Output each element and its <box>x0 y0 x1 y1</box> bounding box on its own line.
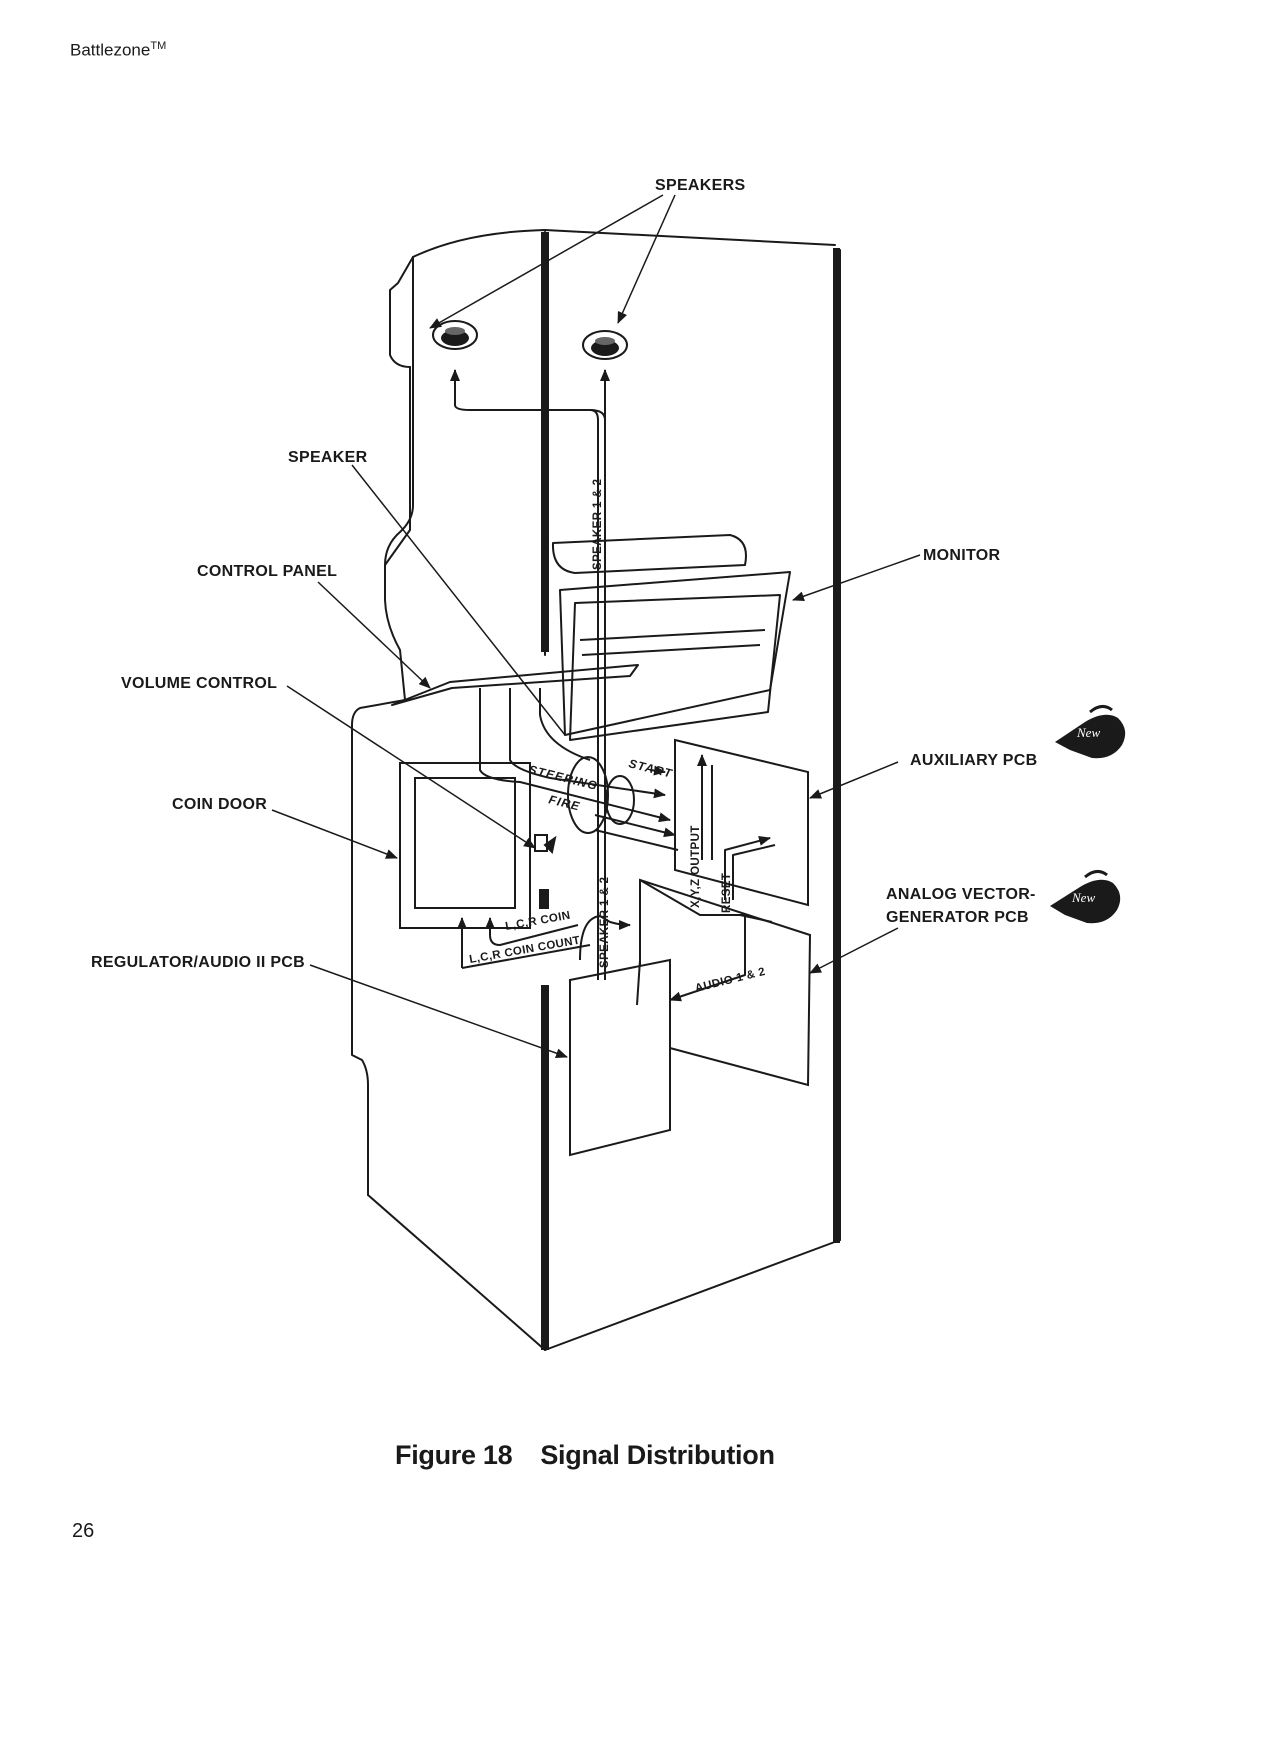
label-coin-door: COIN DOOR <box>172 796 267 813</box>
pointing-hand-icon: New <box>1055 705 1126 759</box>
new-badge-avg: New <box>1071 890 1095 905</box>
figure-title: Signal Distribution <box>540 1440 775 1470</box>
steering-fire-assembly <box>534 756 635 909</box>
trademark: TM <box>150 40 167 52</box>
cabinet-edge-lower <box>541 985 549 1350</box>
label-speakers: SPEAKERS <box>655 177 745 194</box>
regulator-pcb-outline <box>569 958 671 1157</box>
figure-number: Figure 18 <box>395 1440 513 1470</box>
wire-speaker12-bottom: SPEAKER 1 & 2 <box>599 877 611 968</box>
cabinet-edge-back <box>833 248 840 1243</box>
pointing-hand-icon: New <box>1050 870 1121 924</box>
wire-xyz-output: X,Y,Z OUTPUT <box>690 825 702 908</box>
cabinet-edge-upper <box>541 232 549 652</box>
label-regulator: REGULATOR/AUDIO II PCB <box>91 954 305 971</box>
new-badge-auxiliary: New <box>1076 725 1100 740</box>
monitor-assembly <box>551 534 791 741</box>
label-control-panel: CONTROL PANEL <box>197 563 337 580</box>
label-avg-line2: GENERATOR PCB <box>886 909 1029 926</box>
label-auxiliary-pcb: AUXILIARY PCB <box>910 752 1037 769</box>
label-volume-control: VOLUME CONTROL <box>121 675 277 692</box>
wire-speaker12-top: SPEAKER 1 & 2 <box>592 479 604 570</box>
auxiliary-pcb-outline <box>674 738 809 907</box>
page-header: BattlezoneTM <box>70 40 166 61</box>
label-speaker: SPEAKER <box>288 449 368 466</box>
speaker-icon <box>432 320 478 350</box>
wire-start: START <box>627 756 674 781</box>
wiring <box>450 369 776 1006</box>
label-avg-line1: ANALOG VECTOR- <box>886 886 1036 903</box>
label-monitor: MONITOR <box>923 547 1001 564</box>
control-panel <box>391 664 639 706</box>
coin-door <box>399 762 531 929</box>
page-number: 26 <box>72 1520 95 1542</box>
wire-reset: RESET <box>721 873 733 913</box>
speaker-icon <box>582 330 628 360</box>
header-title: Battlezone <box>70 40 151 60</box>
figure-caption: Figure 18 Signal Distribution <box>395 1440 775 1471</box>
leader-lines <box>271 194 921 1059</box>
wire-steering: STEERING <box>527 762 599 793</box>
